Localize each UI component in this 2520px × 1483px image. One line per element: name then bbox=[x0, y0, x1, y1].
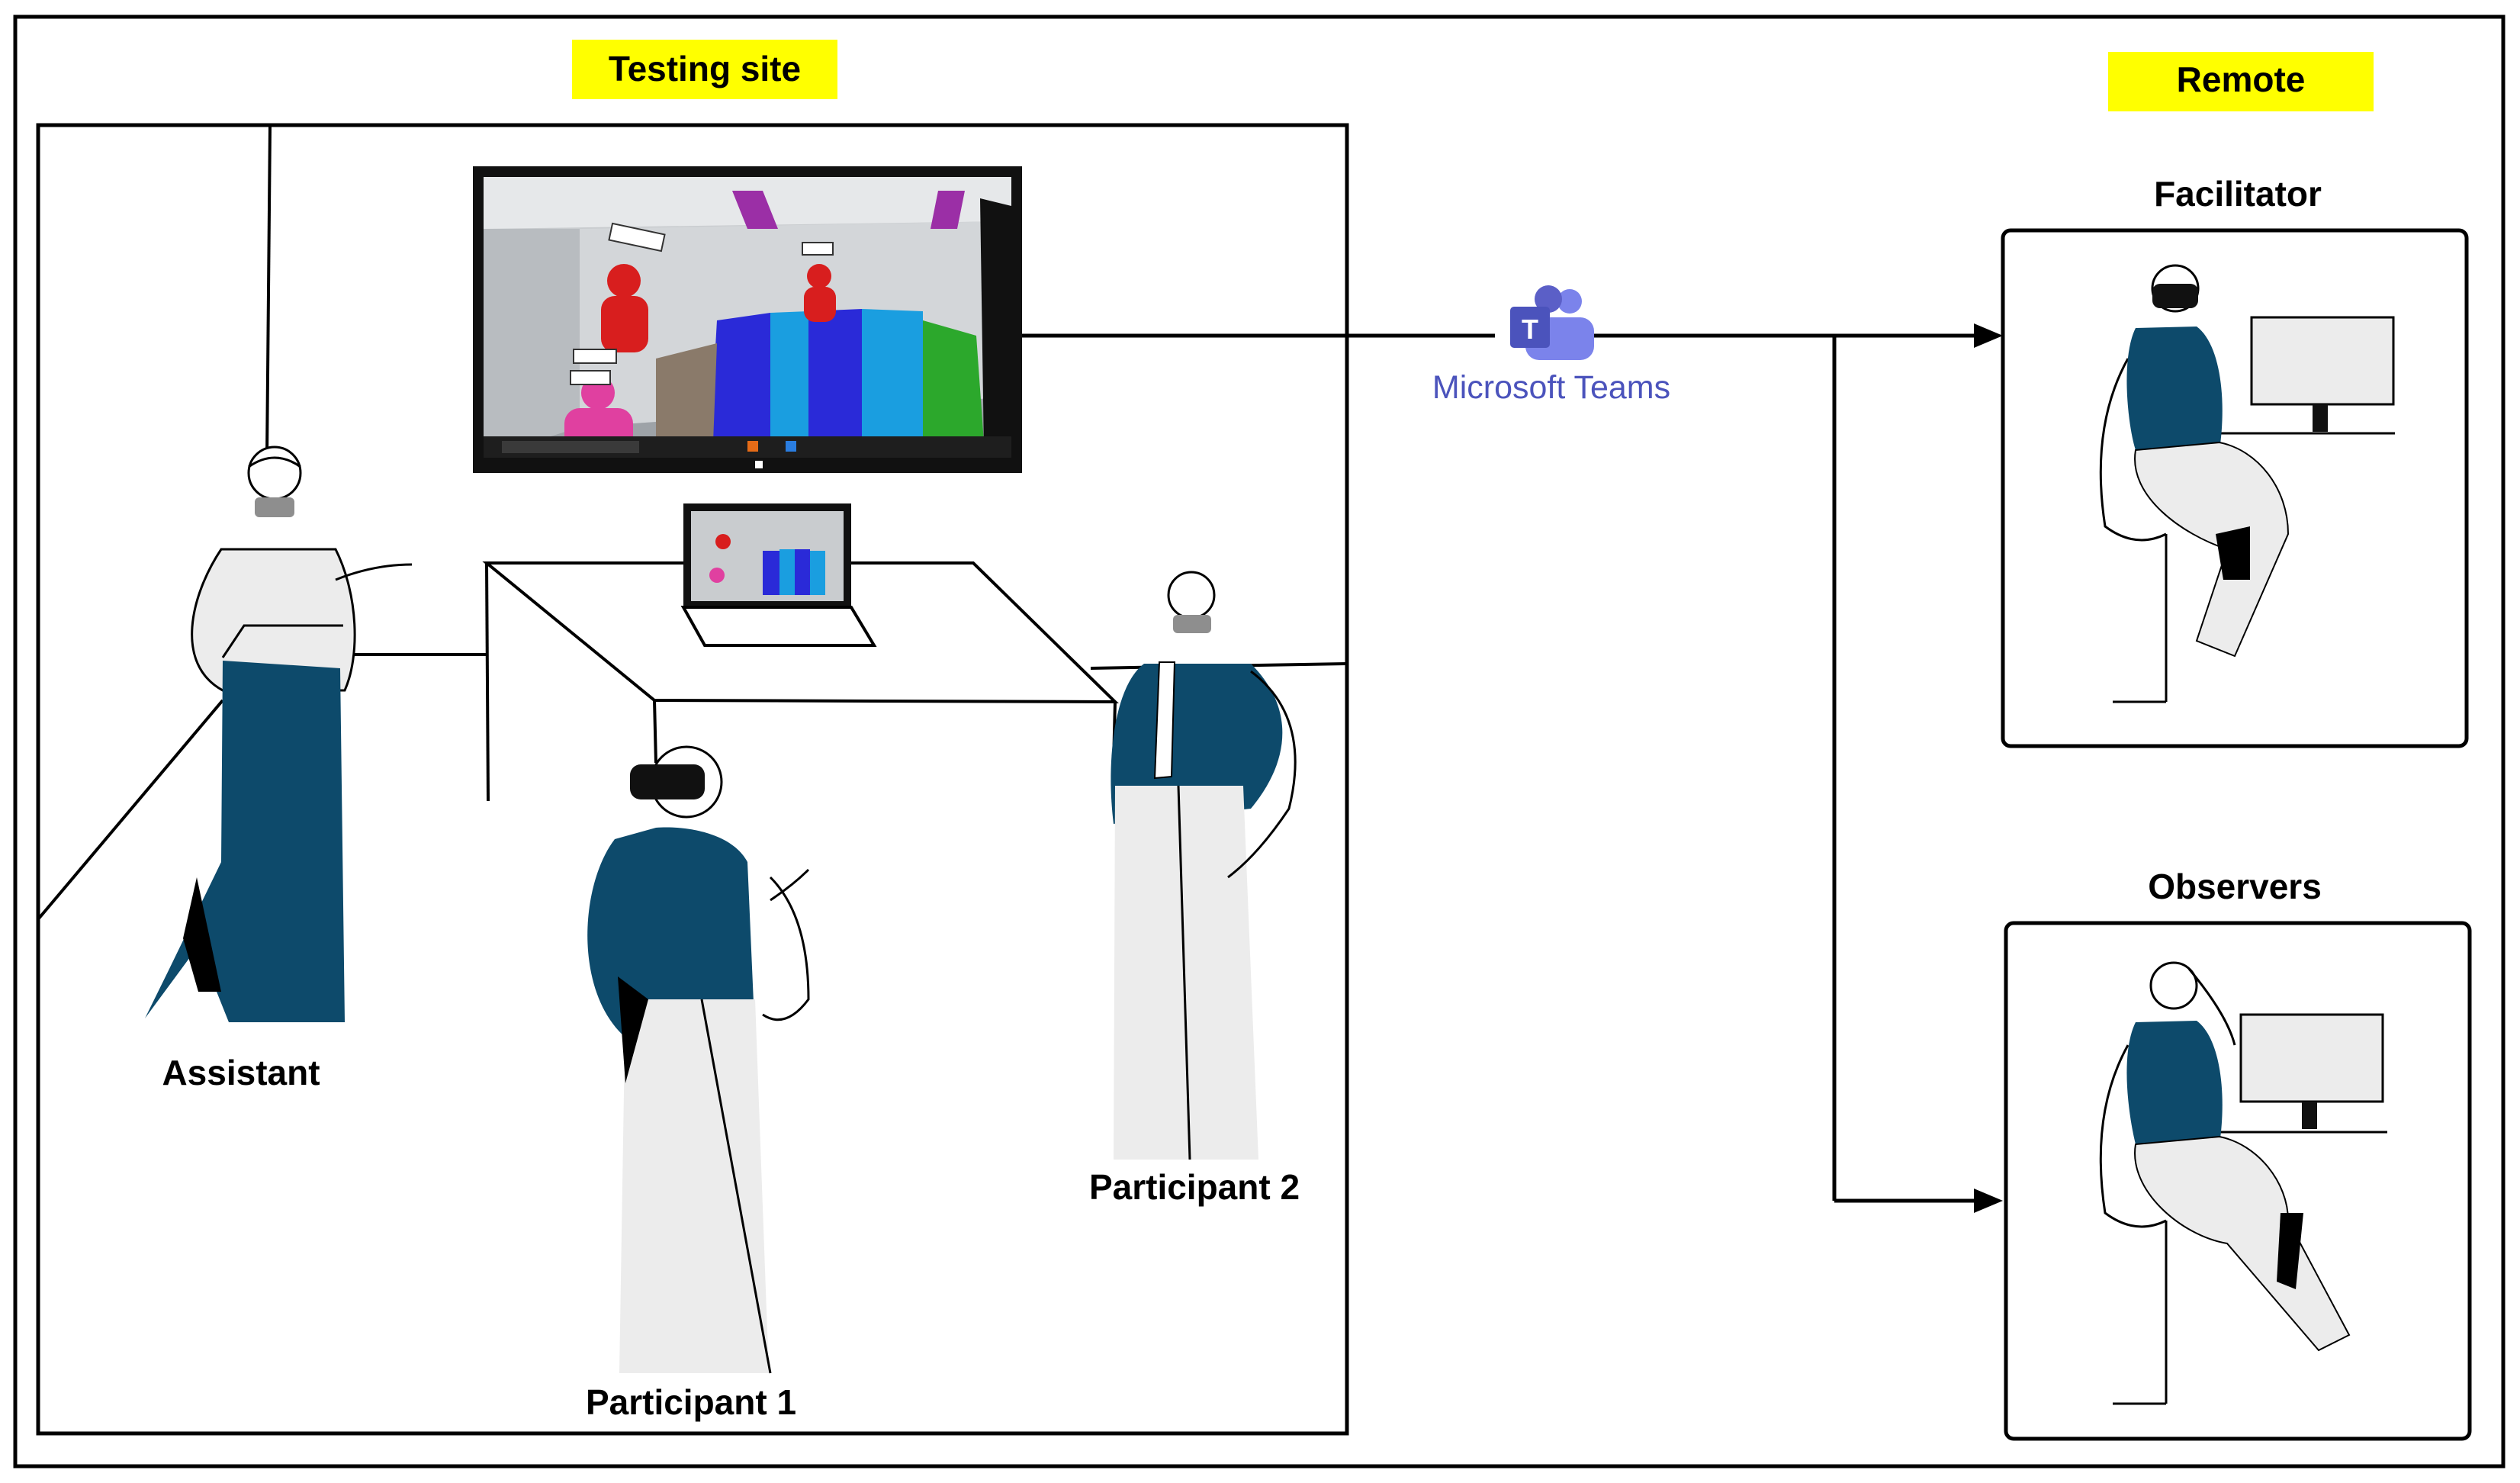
face-mask-icon bbox=[255, 497, 294, 517]
vr-headset-icon bbox=[2152, 284, 2198, 308]
vr-headset-icon bbox=[630, 764, 705, 799]
wall-display bbox=[473, 166, 1022, 473]
monitor-icon bbox=[2239, 1013, 2384, 1103]
participant-2-figure bbox=[1111, 571, 1297, 1160]
facilitator-figure bbox=[2099, 264, 2395, 703]
laptop-icon bbox=[680, 503, 877, 647]
participant-2-label: Participant 2 bbox=[1089, 1167, 1300, 1207]
assistant-label: Assistant bbox=[162, 1053, 320, 1092]
arrow-head-icon bbox=[1974, 323, 2003, 348]
observers-figure bbox=[2099, 961, 2387, 1405]
facilitator-label: Facilitator bbox=[2154, 174, 2322, 214]
microsoft-teams-label: Microsoft Teams bbox=[1432, 369, 1670, 406]
arrow-head-icon bbox=[1974, 1189, 2003, 1213]
participant-1-figure bbox=[587, 745, 810, 1374]
testing-site-room bbox=[36, 123, 1349, 1436]
face-mask-icon bbox=[1173, 615, 1211, 633]
testing-site-label: Testing site bbox=[609, 49, 801, 88]
remote-label: Remote bbox=[2177, 60, 2306, 99]
connector-lines bbox=[1022, 333, 1983, 1203]
testing-site-highlight bbox=[572, 40, 837, 99]
outer-frame bbox=[13, 14, 2506, 1469]
assistant-figure bbox=[145, 446, 413, 1022]
observers-label: Observers bbox=[2148, 867, 2322, 906]
participant-1-label: Participant 1 bbox=[586, 1382, 796, 1422]
svg-text:T: T bbox=[1522, 314, 1538, 345]
monitor-icon bbox=[2250, 316, 2395, 406]
remote-highlight bbox=[2108, 52, 2374, 111]
microsoft-teams-logo: T bbox=[1495, 285, 1594, 365]
